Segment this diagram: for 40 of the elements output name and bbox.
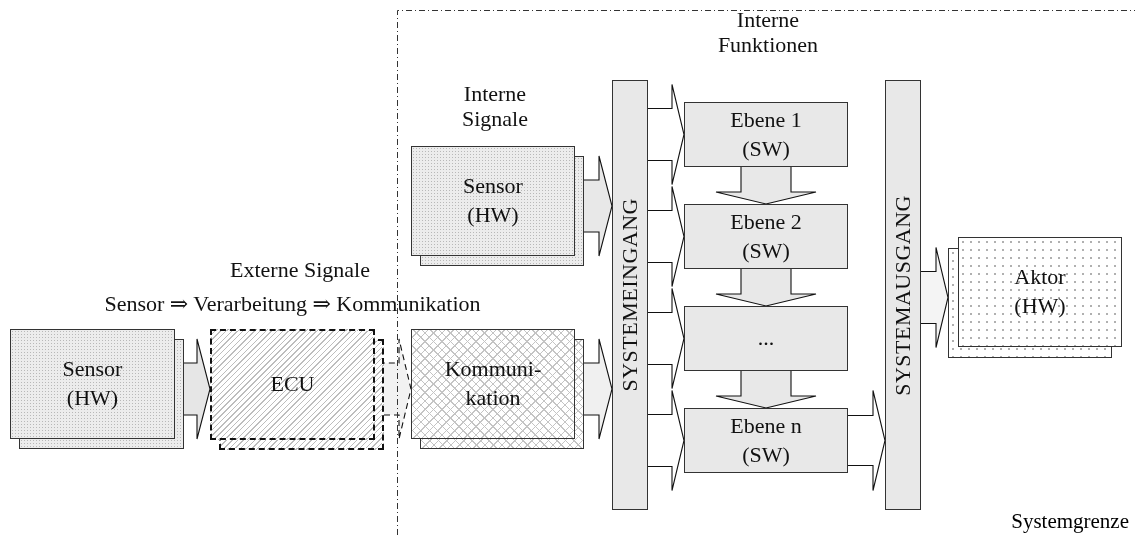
block-arrow <box>583 155 613 257</box>
node-label: SYSTEMEINGANG <box>615 198 643 392</box>
node-label: Ebene 2 (SW) <box>729 207 803 265</box>
boundary-label: Systemgrenze <box>1011 509 1129 533</box>
block-arrow <box>583 338 613 440</box>
actuator-box <box>948 237 1122 358</box>
node-label: Sensor (HW) <box>61 355 124 412</box>
block-arrow <box>647 185 685 288</box>
block-arrow <box>715 166 817 205</box>
output-bar <box>885 80 921 510</box>
communication-box <box>411 329 584 449</box>
heading-text: Interne Signale <box>461 82 529 132</box>
block-arrow <box>183 338 211 440</box>
block-arrow <box>647 287 685 390</box>
sensor-box <box>411 146 584 266</box>
block-arrow <box>715 268 817 307</box>
block-arrow <box>647 83 685 186</box>
node-label: Ebene 1 (SW) <box>729 105 803 163</box>
block-arrow <box>847 389 886 492</box>
heading-text: Interne Funktionen <box>716 8 820 58</box>
node-label: ECU <box>270 370 315 399</box>
block-arrow <box>383 338 412 440</box>
function-box <box>684 204 848 269</box>
function-box <box>684 408 848 473</box>
heading-text: Sensor ⇒ Verarbeitung ⇒ Kommunikation <box>103 292 482 317</box>
node-label: ... <box>757 324 775 353</box>
function-box <box>684 102 848 167</box>
node-label: Sensor (HW) <box>462 172 524 229</box>
node-label: Kommuni-kation <box>443 355 543 412</box>
block-arrow <box>920 246 949 349</box>
function-box <box>684 306 848 371</box>
input-bar <box>612 80 648 510</box>
block-arrow <box>647 389 685 492</box>
ecu-box <box>210 329 384 450</box>
block-arrow <box>715 370 817 409</box>
heading-text: Externe Signale <box>229 258 371 283</box>
node-label: Ebene n (SW) <box>729 411 803 469</box>
sensor-box <box>10 329 184 449</box>
node-label: SYSTEMAUSGANG <box>888 194 916 396</box>
node-label: Aktor (HW) <box>1013 263 1067 320</box>
